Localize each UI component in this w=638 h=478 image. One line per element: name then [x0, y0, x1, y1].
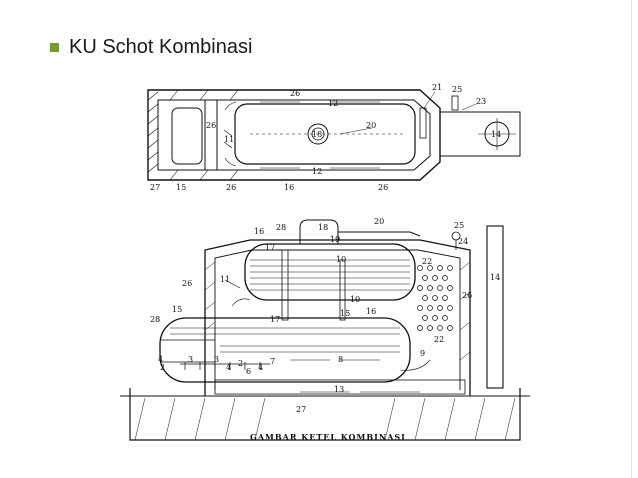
label-12: 12 [312, 167, 322, 176]
label-14: 14 [490, 273, 500, 282]
label-13: 13 [334, 385, 344, 394]
steam-drum-water [250, 259, 410, 291]
label-4: 4 [258, 363, 263, 372]
label-16: 16 [366, 307, 376, 316]
side-tube-bank [417, 265, 453, 331]
label-26: 26 [226, 183, 236, 192]
label-28: 28 [150, 315, 160, 324]
label-25: 25 [454, 221, 464, 230]
side-view-labels: 20 16 28 18 25 19 24 17 10 22 14 26 11 2… [150, 217, 500, 414]
top-partition [204, 99, 218, 171]
side-brickwork [204, 239, 471, 396]
label-27: 27 [296, 405, 306, 414]
top-outer-wall [147, 89, 441, 181]
bullet-icon [50, 43, 59, 52]
label-25: 25 [452, 85, 462, 94]
side-steam-pipe [338, 231, 421, 237]
side-steam-dome [299, 219, 339, 244]
side-grate [180, 362, 270, 370]
label-4: 4 [226, 363, 231, 372]
label-11: 11 [224, 135, 234, 144]
top-firebox [171, 107, 203, 165]
label-23: 23 [476, 97, 486, 106]
label-26: 26 [206, 121, 216, 130]
label-15: 15 [176, 183, 186, 192]
label-28: 28 [276, 223, 286, 232]
label-10: 10 [336, 255, 346, 264]
label-20: 20 [366, 121, 376, 130]
top-inner-wall [157, 99, 431, 171]
label-26: 26 [290, 89, 300, 98]
label-7: 7 [270, 357, 275, 366]
side-steam-drum [244, 243, 416, 301]
label-24: 24 [458, 237, 468, 246]
label-14: 14 [491, 130, 501, 139]
top-view [147, 89, 521, 181]
label-15: 15 [172, 305, 182, 314]
label-27: 27 [150, 183, 160, 192]
right-border-line [631, 0, 632, 478]
side-downcomer [281, 249, 289, 321]
label-6: 6 [246, 367, 251, 376]
label-26: 26 [182, 279, 192, 288]
foundation-hatching [134, 397, 516, 441]
label-2: 2 [238, 359, 243, 368]
lower-shell-water [170, 327, 400, 353]
label-26: 26 [378, 183, 388, 192]
top-leader-lines [339, 91, 477, 135]
label-18: 18 [318, 223, 328, 232]
top-manhole [307, 123, 329, 145]
top-valve-21 [419, 107, 427, 139]
label-3: 3 [188, 355, 193, 364]
label-17: 17 [270, 315, 280, 324]
side-chimney [486, 225, 504, 389]
top-flue-outlet [439, 111, 521, 157]
label-4: 4 [158, 355, 163, 364]
label-22: 22 [434, 335, 444, 344]
label-16: 16 [254, 227, 264, 236]
label-11: 11 [220, 275, 230, 284]
label-12: 12 [328, 99, 338, 108]
label-15: 15 [340, 309, 350, 318]
label-10: 10 [350, 295, 360, 304]
label-19: 19 [330, 235, 340, 244]
label-9: 9 [420, 349, 425, 358]
top-drum [234, 103, 416, 165]
slide-title: KU Schot Kombinasi [50, 36, 252, 59]
side-view [120, 219, 530, 441]
side-flue-channel [214, 379, 466, 395]
side-lower-shell [159, 317, 411, 383]
label-3: 3 [214, 355, 219, 364]
label-22: 22 [422, 257, 432, 266]
top-valve-25 [451, 95, 459, 111]
top-view-labels: 26 12 21 25 23 26 11 18 20 14 12 27 15 2… [150, 83, 501, 192]
slide-title-text: KU Schot Kombinasi [69, 36, 253, 58]
top-wall-hatching [147, 89, 239, 181]
top-flow-arrows [223, 101, 380, 169]
side-flow-arrows [224, 279, 431, 393]
label-18: 18 [312, 130, 322, 139]
label-2: 2 [160, 363, 165, 372]
label-8: 8 [338, 355, 343, 364]
side-wall-hatching [204, 261, 471, 361]
label-20: 20 [374, 217, 384, 226]
side-foundation [129, 388, 521, 441]
label-16: 16 [284, 183, 294, 192]
label-21: 21 [432, 83, 442, 92]
label-26: 26 [462, 291, 472, 300]
diagram-caption: GAMBAR KETEL KOMBINASI [250, 432, 406, 442]
label-17: 17 [265, 243, 275, 252]
